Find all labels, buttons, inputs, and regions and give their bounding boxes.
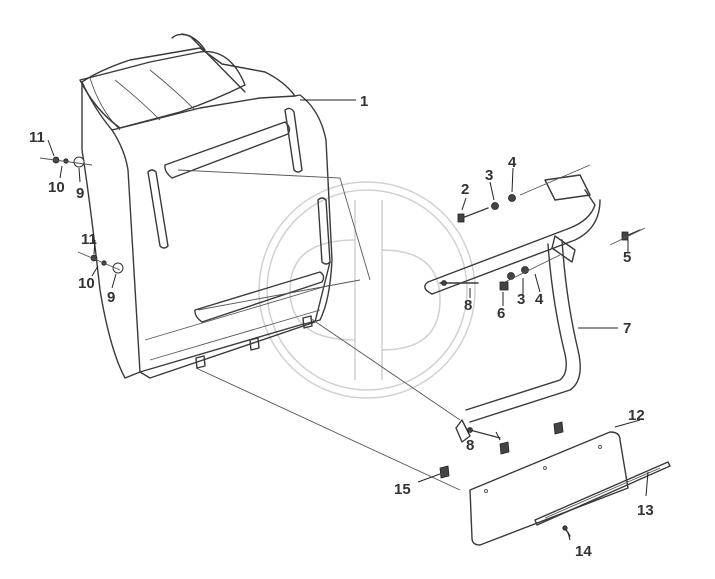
callout-6: 6	[497, 305, 505, 322]
callout-2: 2	[461, 181, 469, 198]
callout-14: 14	[575, 543, 592, 560]
callout-5: 5	[623, 249, 631, 266]
hardware	[52, 156, 641, 537]
mud-flap	[469, 431, 629, 546]
retaining-strip	[534, 461, 671, 526]
callout-labels: 1 2 3 3 4 4 5 6 7 8 8 9 9 10 10 11 11 12…	[29, 93, 654, 560]
callout-10-lower: 10	[78, 275, 95, 292]
mudguard-assembly	[79, 33, 333, 379]
callout-9-lower: 9	[107, 289, 115, 306]
callout-4-upper: 4	[508, 154, 517, 171]
callout-11-upper: 11	[29, 129, 45, 146]
watermark-logo	[258, 181, 476, 399]
support-frame	[424, 174, 601, 443]
callout-11-lower: 11	[81, 231, 97, 248]
callout-8-upper: 8	[464, 297, 472, 314]
callout-15: 15	[394, 481, 411, 498]
callout-3-lower: 3	[517, 291, 525, 308]
callout-8-lower: 8	[466, 437, 474, 454]
callout-3-upper: 3	[485, 167, 493, 184]
callout-10-upper: 10	[48, 179, 65, 196]
callout-13: 13	[637, 502, 654, 519]
callout-9-upper: 9	[76, 185, 84, 202]
callout-12: 12	[628, 407, 645, 424]
assembly-guide-lines	[39, 157, 646, 491]
leader-lines	[47, 99, 649, 541]
callout-1: 1	[360, 93, 368, 110]
callout-4-lower: 4	[535, 291, 544, 308]
callout-7: 7	[623, 320, 631, 337]
